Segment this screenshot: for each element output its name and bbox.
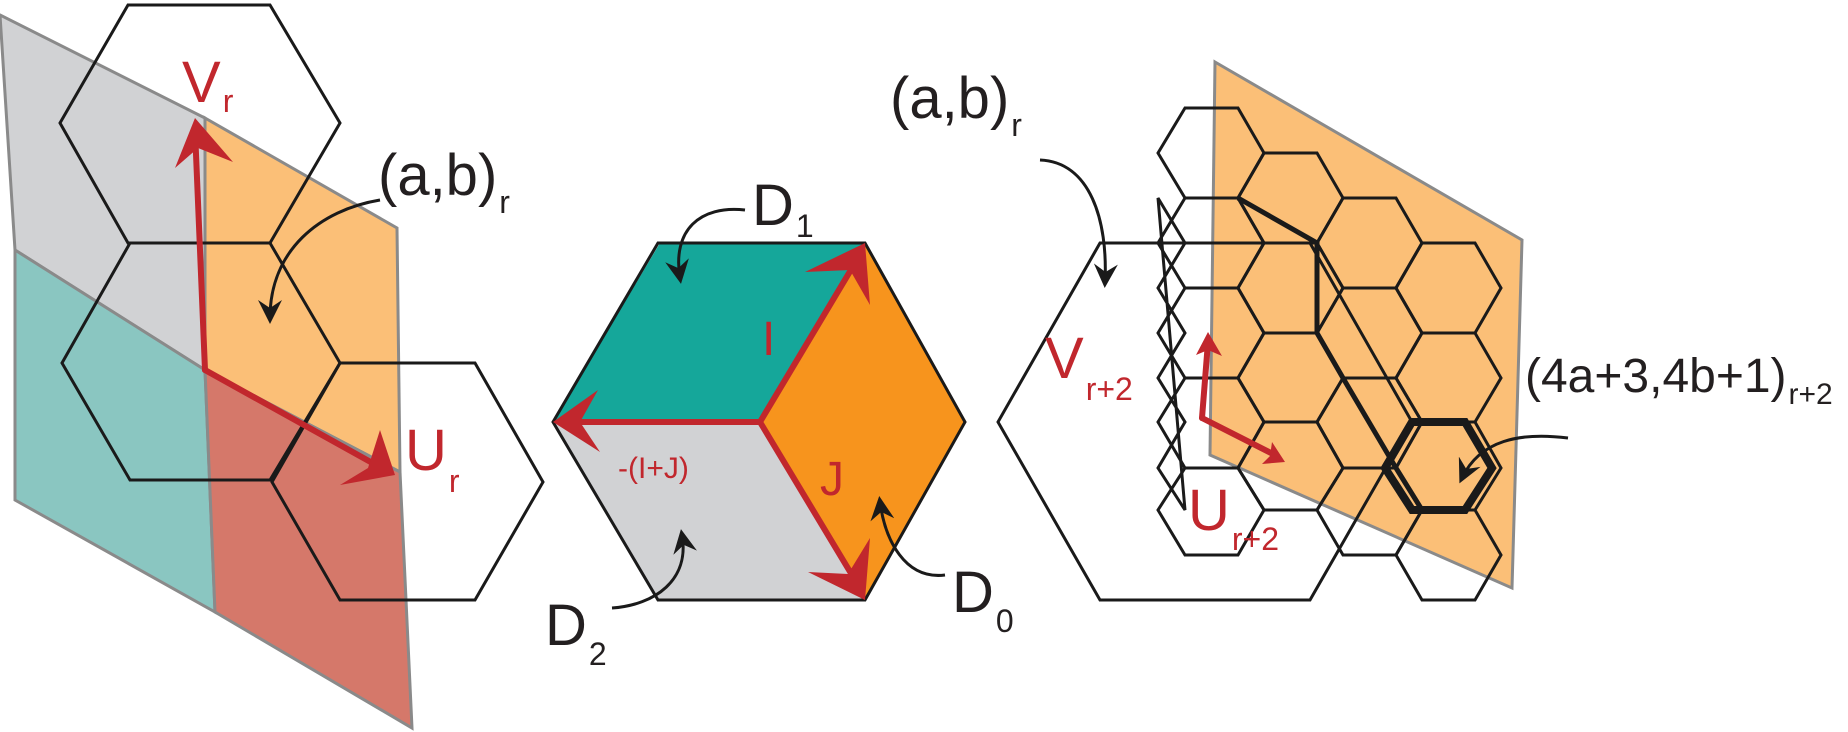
middle-j-arrow	[757, 419, 861, 588]
middle-face-gray	[553, 422, 865, 600]
left-hex-right	[270, 361, 545, 602]
right-ab-pointer	[1039, 158, 1118, 288]
right-panel: (a,b)r Vr+2 Ur+2 (4a+3,4b+1)r+2	[890, 59, 1833, 602]
middle-i-arrow	[757, 255, 861, 425]
left-u-arrowhead	[340, 430, 395, 485]
right-ab-label: (a,b)r	[890, 66, 1022, 143]
middle-d2-label: D2	[545, 593, 607, 672]
right-u-label: Ur+2	[1188, 478, 1279, 557]
right-u-arrowhead	[1262, 442, 1285, 464]
left-v-arrowhead	[175, 118, 233, 168]
right-thick-hex-group	[1236, 195, 1425, 512]
right-plane-orange	[1208, 59, 1524, 591]
middle-d2-pointer	[611, 529, 697, 610]
middle-j-arrowhead	[808, 538, 870, 600]
middle-i-label: I	[762, 313, 775, 366]
middle-neg-label: -(I+J)	[618, 452, 689, 485]
right-v-label: Vr+2	[1045, 326, 1133, 407]
middle-face-teal	[553, 243, 865, 422]
middle-d1-pointer	[665, 207, 746, 284]
left-ab-pointer	[258, 198, 381, 324]
middle-j-label: J	[820, 453, 844, 506]
left-v-label: Vr	[182, 50, 234, 119]
middle-d1-label: D1	[752, 173, 814, 244]
middle-d0-pointer	[870, 496, 946, 577]
middle-neg-arrowhead	[553, 390, 600, 452]
left-panel: Vr Ur (a,b)r	[0, 3, 545, 731]
left-ab-label: (a,b)r	[378, 143, 510, 220]
middle-i-arrowhead	[805, 243, 870, 305]
middle-panel: I J -(I+J) D1 D0 D2	[545, 173, 1014, 672]
right-v-arrow	[1199, 339, 1211, 421]
left-v-arrow	[192, 127, 208, 373]
right-target-label: (4a+3,4b+1)r+2	[1525, 350, 1833, 411]
right-target-pointer	[1458, 434, 1569, 484]
left-u-arrow	[202, 367, 388, 473]
left-hex-middle	[60, 241, 342, 482]
right-v-arrowhead	[1196, 332, 1222, 356]
left-u-label: Ur	[405, 418, 460, 499]
right-target-hex	[1380, 418, 1497, 514]
middle-d0-label: D0	[952, 560, 1014, 639]
right-u-arrow	[1199, 415, 1278, 458]
